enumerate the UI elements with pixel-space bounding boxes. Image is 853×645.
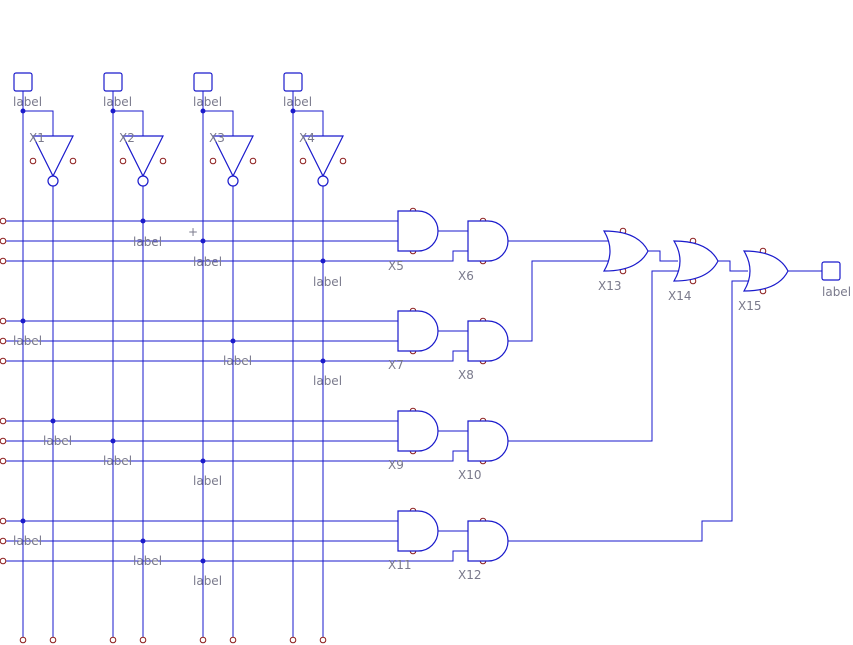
or-gate-x15[interactable] <box>742 250 789 292</box>
inverter-x1[interactable] <box>32 135 74 187</box>
or-gate-ref-x13: X13 <box>598 279 622 293</box>
and-gate-x6[interactable] <box>467 220 509 262</box>
and-gate-x5[interactable] <box>397 210 439 252</box>
and-gate-ref-x9: X9 <box>388 458 404 472</box>
and-gate-ref-x5: X5 <box>388 259 404 273</box>
input-port-1 <box>13 72 33 92</box>
pins <box>0 157 767 644</box>
and-gate-x9[interactable] <box>397 410 439 452</box>
inverter-ref-x4: X4 <box>299 131 315 145</box>
input-port-label-4: label <box>283 95 312 109</box>
input-port-label-2: label <box>103 95 132 109</box>
and-gate-x11[interactable] <box>397 510 439 552</box>
tap-label-1: label <box>133 235 162 249</box>
input-port-3 <box>193 72 213 92</box>
inverter-ref-x2: X2 <box>119 131 135 145</box>
inverter-x3[interactable] <box>212 135 254 187</box>
input-port-label-3: label <box>193 95 222 109</box>
or-gate-x13[interactable] <box>602 230 649 272</box>
and-gate-x8[interactable] <box>467 320 509 362</box>
tap-label-12: label <box>193 574 222 588</box>
tap-label-10: label <box>13 534 42 548</box>
tap-label-5: label <box>223 354 252 368</box>
wires <box>3 91 822 640</box>
or-gate-x14[interactable] <box>672 240 719 282</box>
tap-label-2: label <box>193 255 222 269</box>
input-port-4 <box>283 72 303 92</box>
output-port-label: label <box>822 285 851 299</box>
inverter-x4[interactable] <box>302 135 344 187</box>
and-gate-x12[interactable] <box>467 520 509 562</box>
and-gate-ref-x8: X8 <box>458 368 474 382</box>
and-gate-x10[interactable] <box>467 420 509 462</box>
or-gate-ref-x15: X15 <box>738 299 762 313</box>
and-gate-ref-x12: X12 <box>458 568 482 582</box>
and-gate-ref-x11: X11 <box>388 558 412 572</box>
tap-label-6: label <box>313 374 342 388</box>
and-gate-ref-x10: X10 <box>458 468 482 482</box>
inverter-ref-x3: X3 <box>209 131 225 145</box>
or-gate-ref-x14: X14 <box>668 289 692 303</box>
tap-label-3: label <box>313 275 342 289</box>
cursor-crosshair: + <box>188 225 198 239</box>
inverter-x2[interactable] <box>122 135 164 187</box>
tap-label-11: label <box>133 554 162 568</box>
tap-label-9: label <box>193 474 222 488</box>
tap-label-8: label <box>103 454 132 468</box>
and-gate-ref-x7: X7 <box>388 358 404 372</box>
input-port-label-1: label <box>13 95 42 109</box>
tap-label-7: label <box>43 434 72 448</box>
and-gate-x7[interactable] <box>397 310 439 352</box>
inverter-ref-x1: X1 <box>29 131 45 145</box>
input-ports[interactable] <box>13 72 303 92</box>
input-port-2 <box>103 72 123 92</box>
tap-label-4: label <box>13 334 42 348</box>
output-port[interactable] <box>821 261 841 281</box>
and-gate-ref-x6: X6 <box>458 269 474 283</box>
junctions <box>20 108 326 564</box>
